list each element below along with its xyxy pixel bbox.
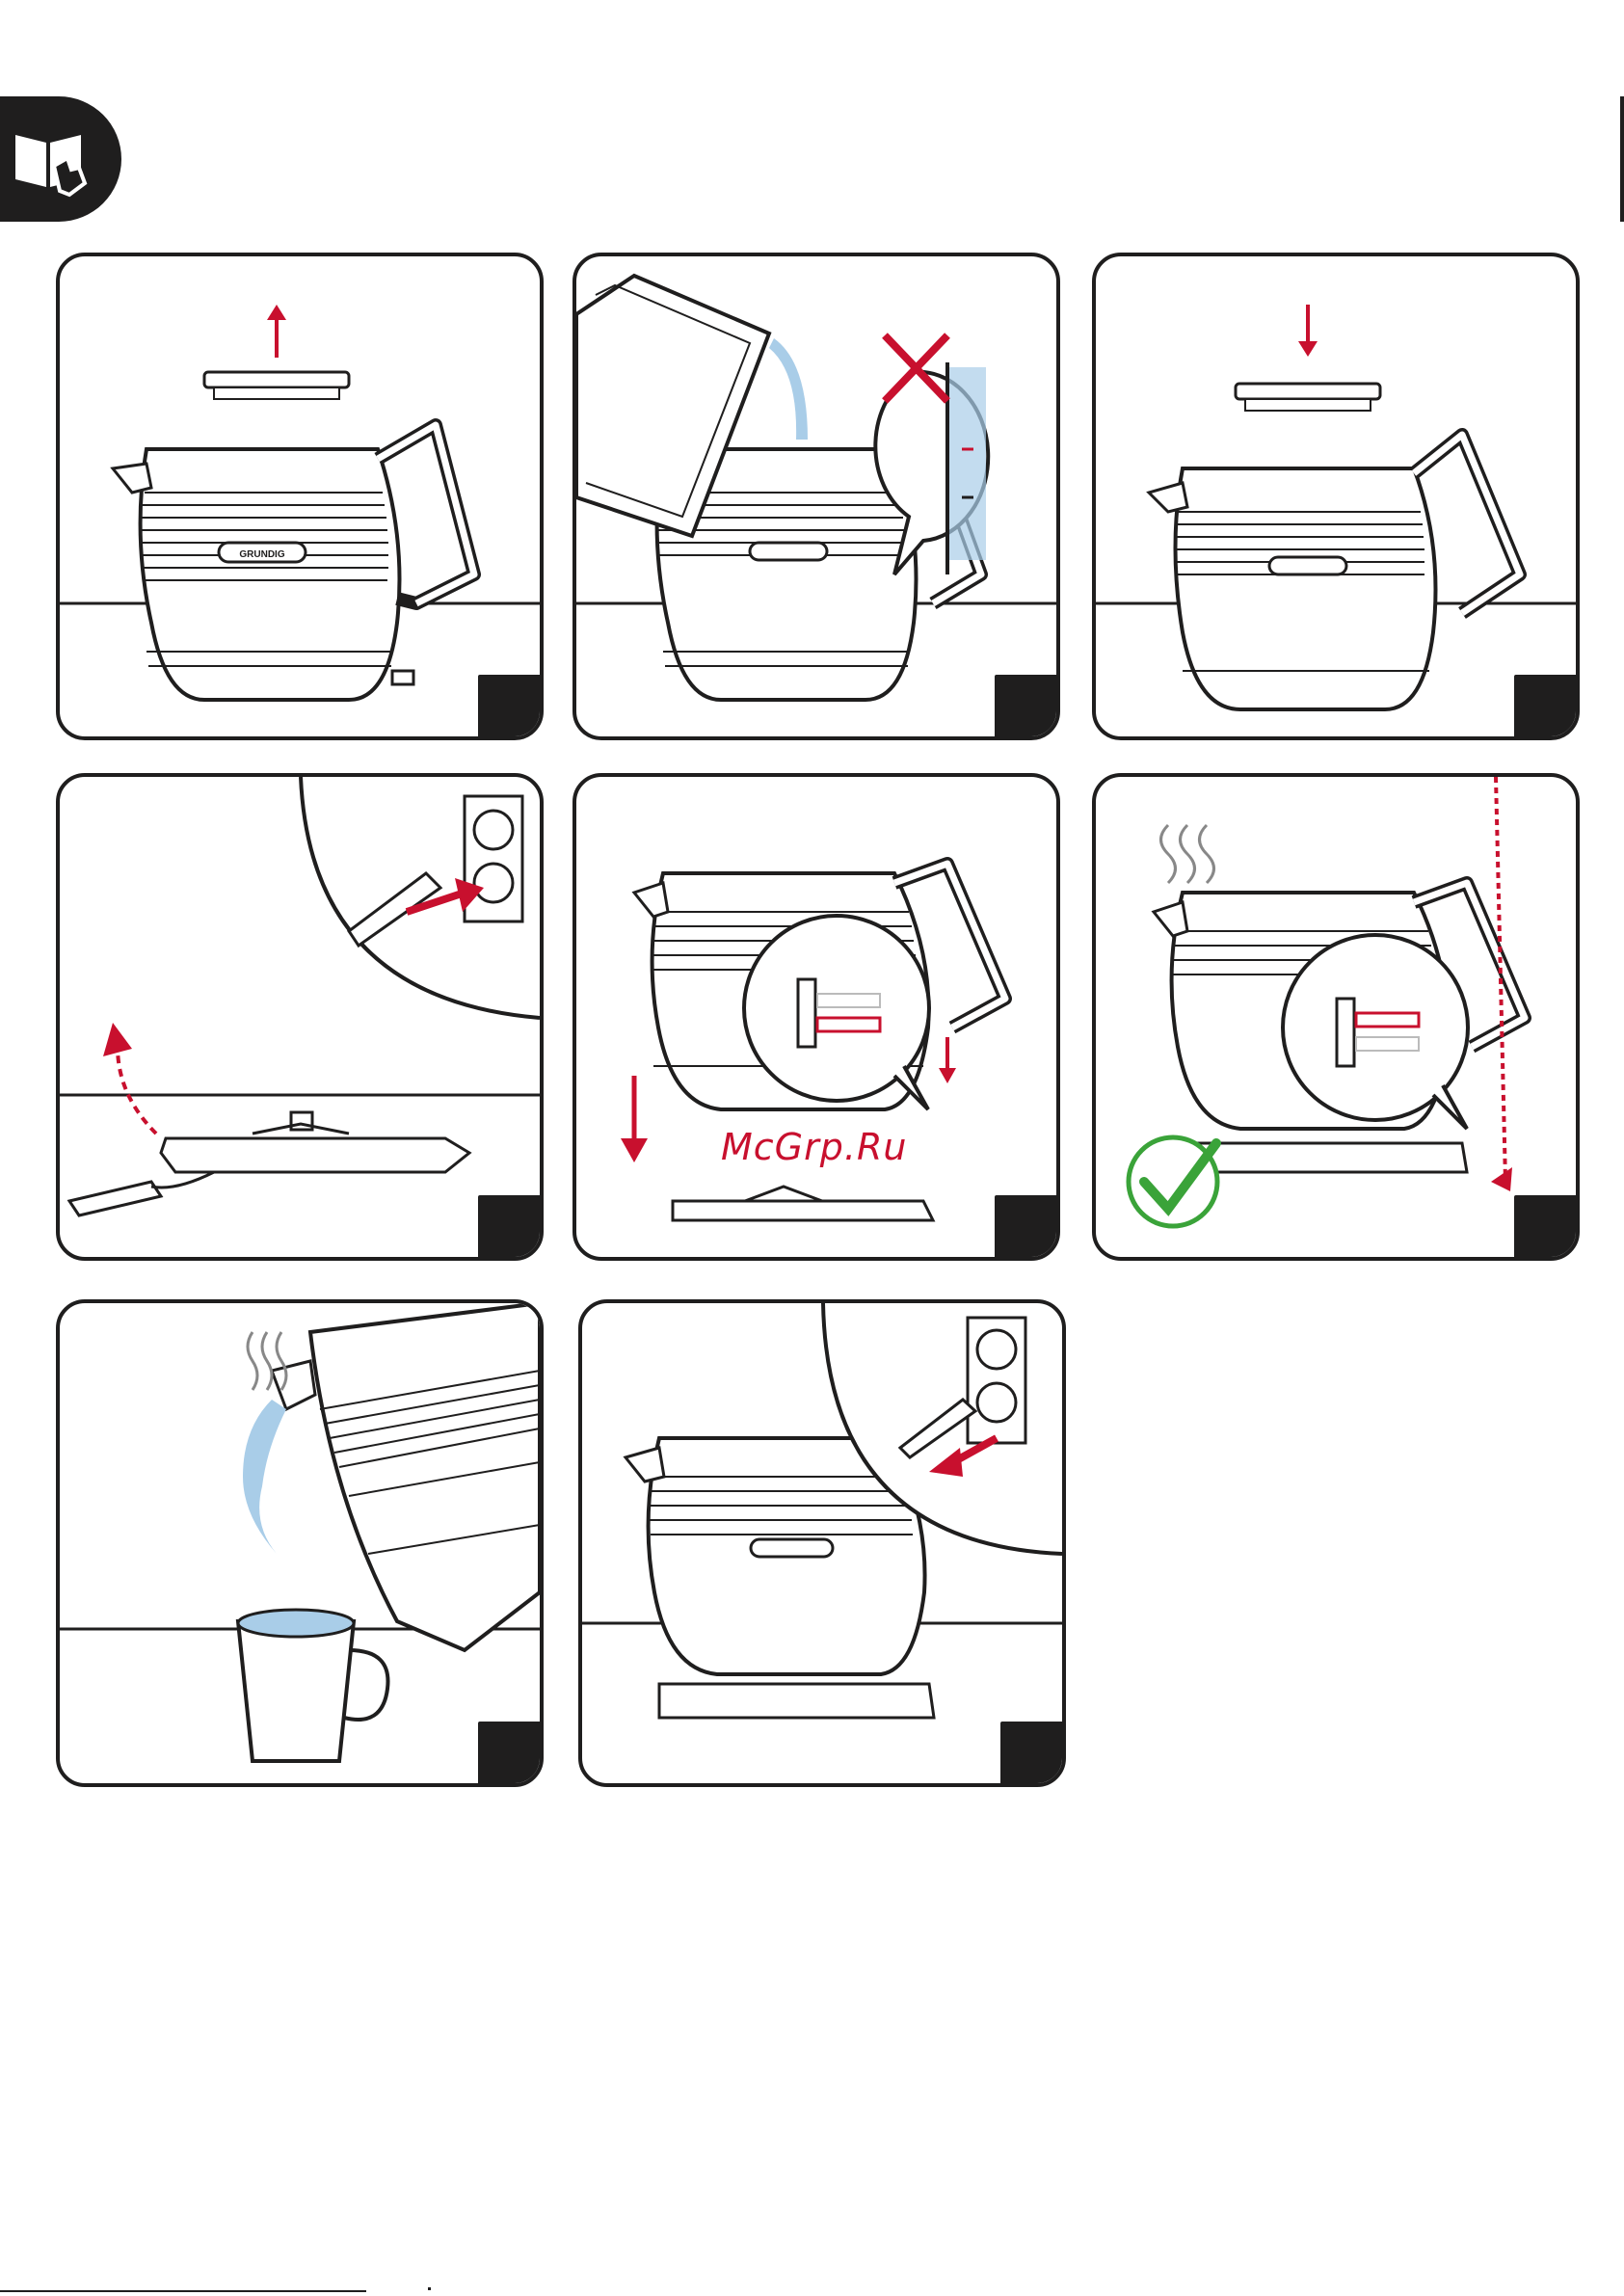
brand-label: GRUNDIG [239,549,284,560]
step-panel-7 [56,1299,544,1787]
step-number-box [478,1195,540,1257]
page-edge-marker [1620,96,1624,222]
step-panel-4 [56,773,544,1261]
kettle-switch-on-illustration [576,777,1056,1257]
step-panel-3 [1092,253,1580,740]
watermark-text: McGrp.Ru [721,1126,907,1168]
step-panel-8 [578,1299,1066,1787]
step-panel-5 [572,773,1060,1261]
step-panel-1: GRUNDIG [56,253,544,740]
footer-dot [428,2287,431,2290]
step-panel-2 [572,253,1060,740]
kettle-close-lid-illustration [1096,256,1576,736]
step-panel-6 [1092,773,1580,1261]
step-number-box [995,675,1056,736]
unplug-illustration [582,1303,1062,1783]
pour-into-cup-illustration [60,1303,540,1783]
kettle-boil-auto-off-illustration [1096,777,1576,1257]
kettle-fill-water-illustration [576,256,1056,736]
step-number-box [478,675,540,736]
manual-reading-icon [8,116,94,202]
step-number-box [478,1722,540,1783]
section-tab [0,96,121,222]
footer-rule [0,2290,366,2292]
step-number-box [995,1195,1056,1257]
step-number-box [1514,1195,1576,1257]
base-plug-in-illustration [60,777,540,1257]
step-number-box [1000,1722,1062,1783]
kettle-remove-lid-illustration: GRUNDIG [60,256,540,736]
step-number-box [1514,675,1576,736]
